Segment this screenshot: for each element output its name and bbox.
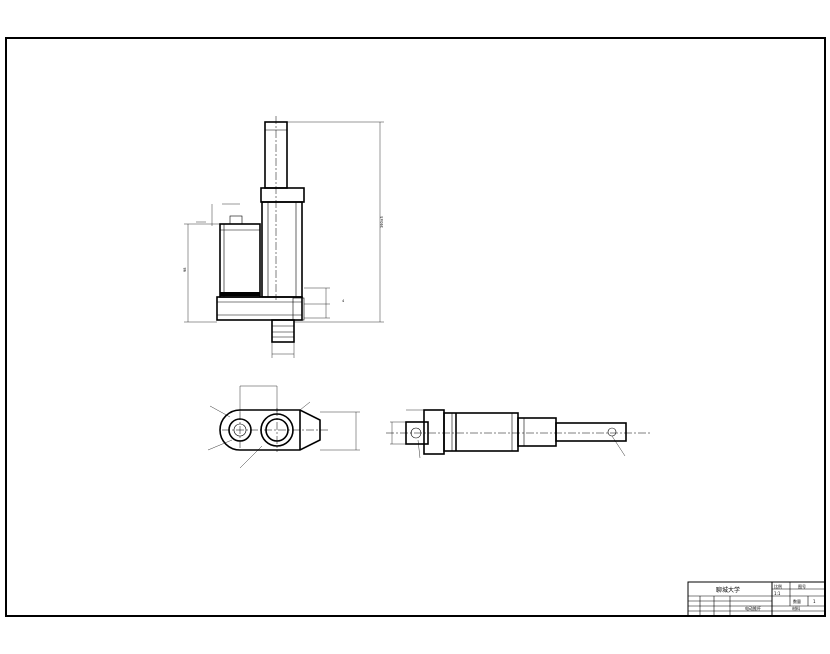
svg-text:98: 98 <box>183 268 187 272</box>
material-label: 材料 <box>792 605 800 611</box>
svg-text:390±5: 390±5 <box>380 216 384 228</box>
side-view <box>386 409 650 459</box>
front-view: 390±5 98 4 <box>183 116 384 358</box>
ratio-value: 1:1 <box>774 591 781 596</box>
sheet-label: 图号 <box>798 583 806 589</box>
school-name: 聊城大学 <box>716 586 740 594</box>
drawing-border <box>5 37 826 617</box>
ratio-label: 比例 <box>774 583 782 589</box>
part-name: 电动推杆 <box>745 605 761 611</box>
svg-text:4: 4 <box>342 299 345 303</box>
title-block <box>687 581 826 617</box>
count-label: 数量 <box>793 598 801 604</box>
count-value: 1 <box>813 599 816 604</box>
bottom-view <box>207 385 360 469</box>
